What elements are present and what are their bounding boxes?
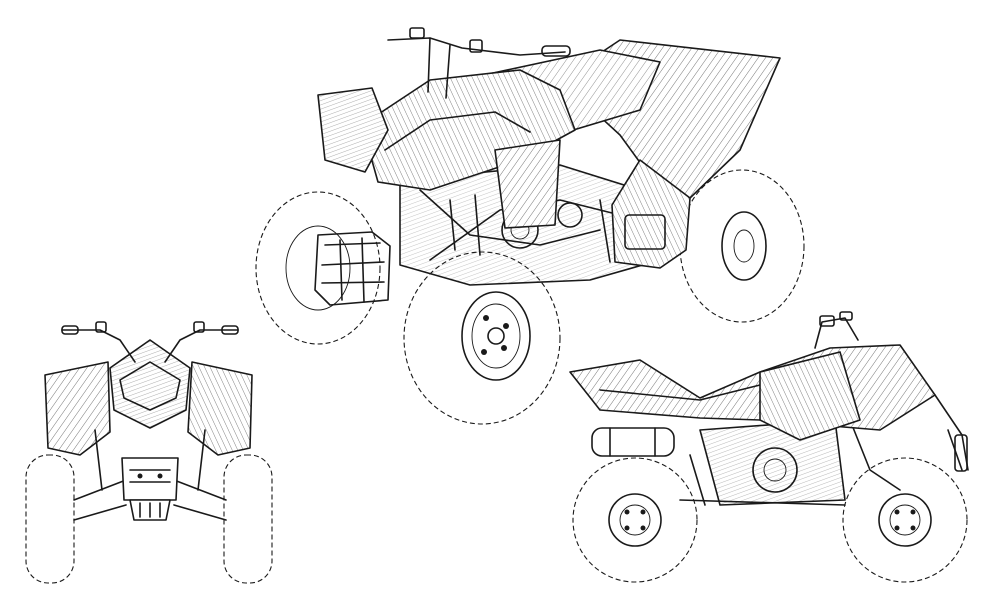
rear-left-wheel <box>403 251 561 425</box>
rear-right-wheel <box>679 169 805 323</box>
perspective-view <box>255 27 805 425</box>
side-view-rear-wheel <box>572 457 698 583</box>
front-view-suspension <box>73 429 227 521</box>
side-view-front-wheel <box>842 457 968 583</box>
side-view-engine <box>679 419 901 506</box>
side-view-muffler <box>591 427 675 457</box>
front-view <box>25 321 273 584</box>
front-view-right-wheel <box>223 454 273 584</box>
front-view-handlebar <box>61 321 239 363</box>
side-view-handlebar <box>814 311 859 349</box>
front-view-left-wheel <box>25 454 75 584</box>
front-fender <box>317 69 576 229</box>
front-bumper <box>314 231 391 306</box>
handlebar <box>387 27 571 99</box>
side-view <box>569 311 969 583</box>
front-left-wheel <box>255 191 381 345</box>
front-view-nose <box>109 339 191 429</box>
side-view-front-bumper <box>934 394 969 472</box>
side-view-body <box>569 344 936 441</box>
